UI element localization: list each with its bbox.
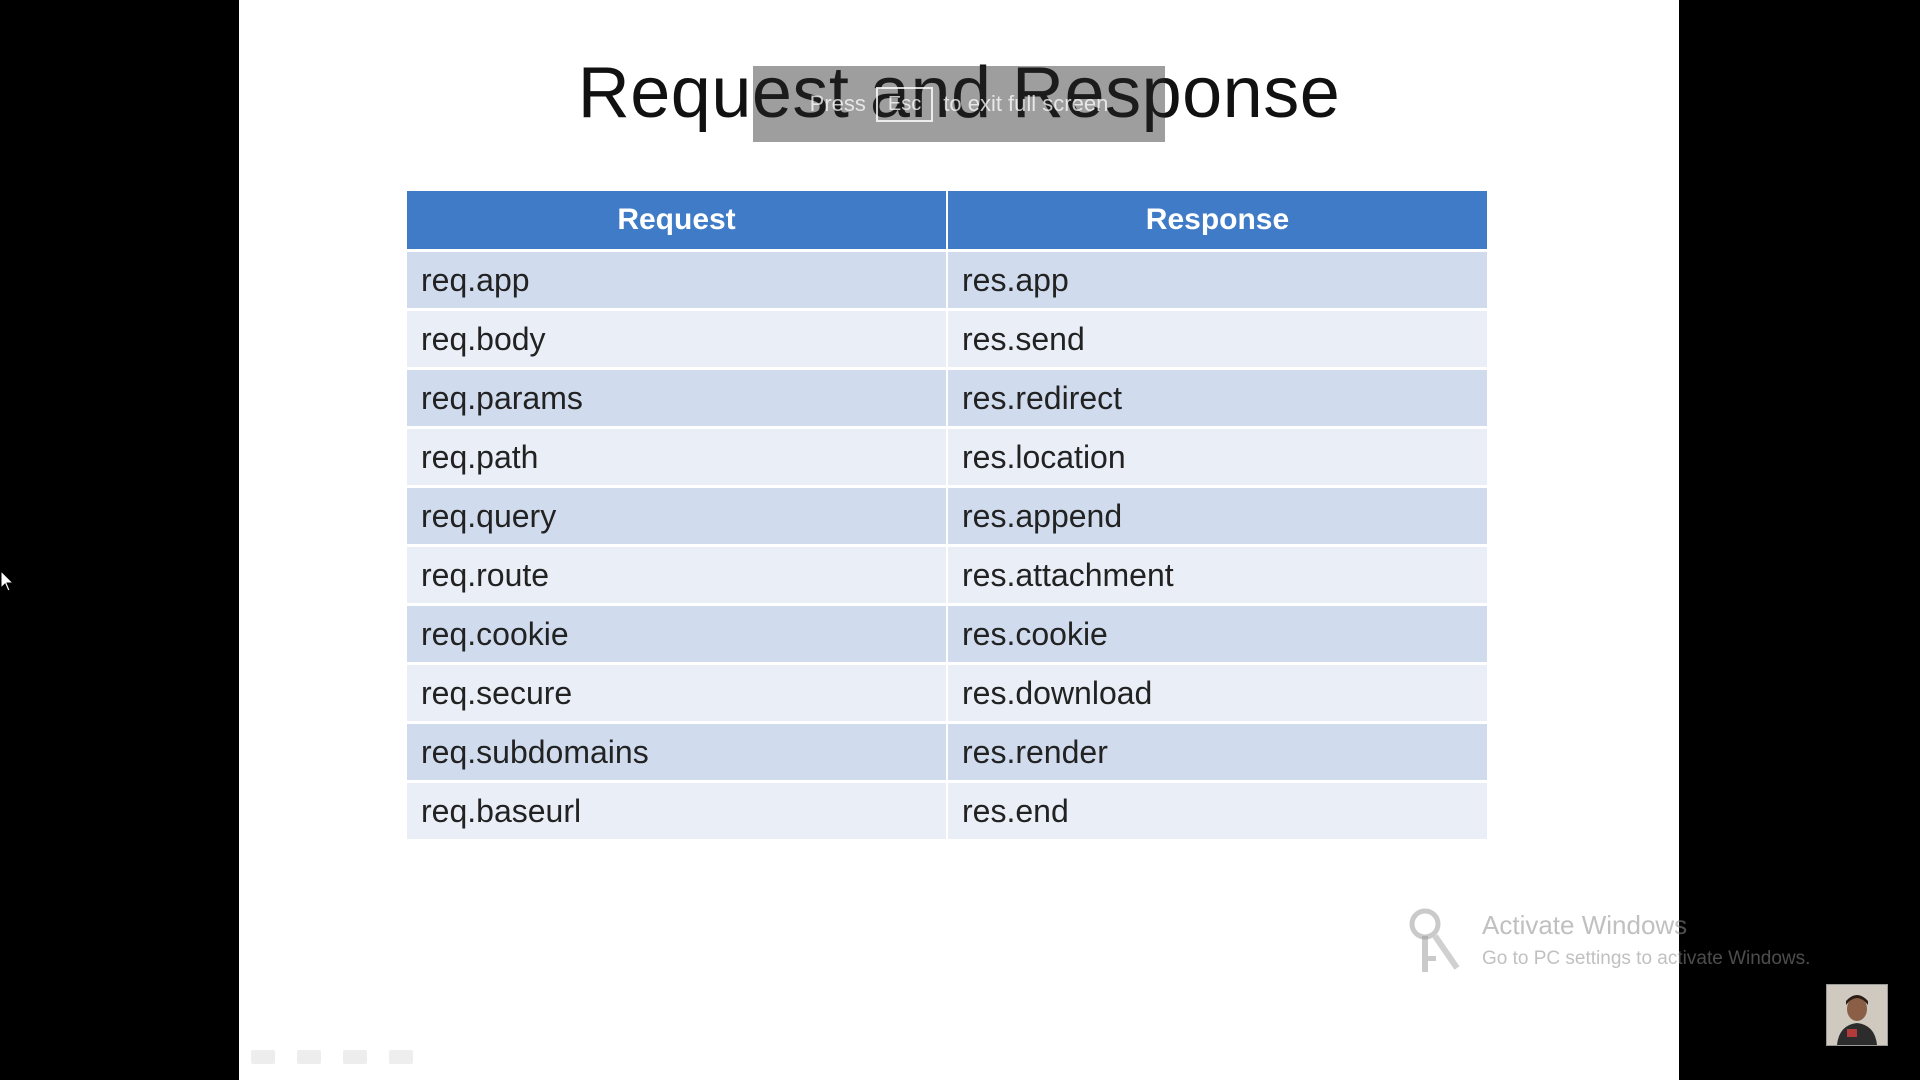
request-cell: req.path	[407, 427, 948, 488]
response-cell: res.send	[947, 309, 1487, 370]
response-cell: res.redirect	[947, 368, 1487, 429]
table-row: req.body res.send	[407, 309, 1487, 370]
response-cell: res.app	[947, 250, 1487, 311]
response-cell: res.download	[947, 663, 1487, 724]
request-cell: req.body	[407, 309, 948, 370]
presentation-slide: Request and Response Press Esc to exit f…	[239, 0, 1679, 1080]
response-cell: res.append	[947, 486, 1487, 547]
table-header-row: Request Response	[407, 191, 1487, 252]
esc-key-badge: Esc	[875, 86, 934, 122]
request-cell: req.route	[407, 545, 948, 606]
request-cell: req.app	[407, 250, 948, 311]
table-row: req.cookie res.cookie	[407, 604, 1487, 665]
key-icon	[1409, 908, 1460, 972]
activate-windows-watermark: Activate Windows Go to PC settings to ac…	[1405, 906, 1865, 976]
request-cell: req.baseurl	[407, 781, 948, 842]
table-row: req.app res.app	[407, 250, 1487, 311]
table-row: req.route res.attachment	[407, 545, 1487, 606]
pen-icon[interactable]	[297, 1050, 321, 1064]
request-cell: req.subdomains	[407, 722, 948, 783]
table-row: req.subdomains res.render	[407, 722, 1487, 783]
table-row: req.path res.location	[407, 427, 1487, 488]
column-header-request: Request	[407, 191, 948, 252]
response-cell: res.attachment	[947, 545, 1487, 606]
hint-text-post: to exit full screen	[943, 91, 1109, 116]
slideshow-toolbar	[251, 1050, 413, 1064]
next-slide-icon[interactable]	[389, 1050, 413, 1064]
request-cell: req.cookie	[407, 604, 948, 665]
request-cell: req.query	[407, 486, 948, 547]
response-cell: res.end	[947, 781, 1487, 842]
table-row: req.secure res.download	[407, 663, 1487, 724]
previous-slide-icon[interactable]	[251, 1050, 275, 1064]
request-cell: req.secure	[407, 663, 948, 724]
watermark-title: Activate Windows	[1482, 910, 1688, 940]
presenter-avatar	[1827, 985, 1887, 1045]
table-row: req.params res.redirect	[407, 368, 1487, 429]
slide-title: Request and Response	[577, 53, 1341, 133]
webcam-overlay	[1826, 984, 1888, 1046]
request-response-table: Request Response req.app res.app req.bod…	[407, 191, 1487, 842]
request-cell: req.params	[407, 368, 948, 429]
response-cell: res.location	[947, 427, 1487, 488]
table-row: req.query res.append	[407, 486, 1487, 547]
table-row: req.baseurl res.end	[407, 781, 1487, 842]
response-cell: res.cookie	[947, 604, 1487, 665]
response-cell: res.render	[947, 722, 1487, 783]
slide-menu-icon[interactable]	[343, 1050, 367, 1064]
mouse-cursor-icon	[0, 570, 15, 592]
fullscreen-exit-hint: Press Esc to exit full screen	[753, 66, 1165, 142]
hint-text-pre: Press	[809, 91, 866, 116]
column-header-response: Response	[947, 191, 1487, 252]
watermark-subtitle: Go to PC settings to activate Windows.	[1482, 948, 1811, 969]
